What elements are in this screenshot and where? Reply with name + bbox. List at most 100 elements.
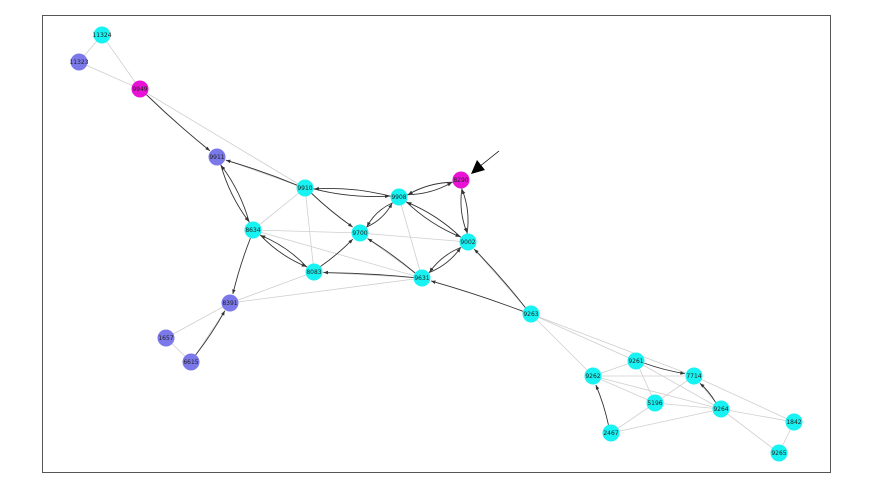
node-8634[interactable]: 8634 xyxy=(244,221,262,239)
node-11324[interactable]: 11324 xyxy=(92,26,112,44)
node-label: 1657 xyxy=(158,335,173,342)
node-9631[interactable]: 9631 xyxy=(413,269,431,287)
node-8391[interactable]: 8391 xyxy=(221,294,239,312)
node-circle xyxy=(182,353,200,371)
node-9262[interactable]: 9262 xyxy=(584,367,602,385)
node-layer: 11324 11323 9949 9911 9910 9908 8290 8634 9700 90… xyxy=(69,26,803,462)
arrow-8083-to-8634 xyxy=(260,234,308,268)
node-circle xyxy=(390,188,408,206)
edge-7714-1842 xyxy=(693,375,795,423)
arrow-2467-to-9262 xyxy=(595,384,609,425)
edge-9700-9002 xyxy=(359,232,469,243)
node-circle xyxy=(413,269,431,287)
node-9949[interactable]: 9949 xyxy=(131,80,149,98)
node-9002[interactable]: 9002 xyxy=(459,233,477,251)
pointer-shaft xyxy=(478,150,500,168)
node-label: 5196 xyxy=(647,400,662,407)
node-label: 8634 xyxy=(245,227,260,234)
node-circle xyxy=(685,367,703,385)
edge-9263-9261 xyxy=(530,313,637,362)
arrow-8083-to-9700 xyxy=(320,238,354,267)
node-11323[interactable]: 11323 xyxy=(69,53,89,71)
edge-8634-9700 xyxy=(252,229,361,234)
node-label: 9264 xyxy=(713,406,728,413)
node-label: 8391 xyxy=(222,300,237,307)
node-9910[interactable]: 9910 xyxy=(296,179,314,197)
arrow-9002-to-8290 xyxy=(461,189,469,234)
node-7714[interactable]: 7714 xyxy=(685,367,703,385)
node-circle xyxy=(221,294,239,312)
arrow-9631-to-9700 xyxy=(367,238,416,274)
node-8290[interactable]: 8290 xyxy=(452,171,470,189)
node-label: 8290 xyxy=(453,177,468,184)
node-9263[interactable]: 9263 xyxy=(522,305,540,323)
edge-9949-9910 xyxy=(139,88,306,189)
arrow-8290-to-9908 xyxy=(407,181,453,195)
node-circle xyxy=(584,367,602,385)
node-label: 9265 xyxy=(771,450,786,457)
node-9265[interactable]: 9265 xyxy=(770,444,788,462)
arrow-9910-to-9700 xyxy=(311,193,353,228)
node-2467[interactable]: 2467 xyxy=(602,424,620,442)
node-9908[interactable]: 9908 xyxy=(390,188,408,206)
node-label: 2467 xyxy=(603,430,618,437)
arrow-9908-to-9910 xyxy=(314,186,391,197)
node-circle xyxy=(459,233,477,251)
node-circle xyxy=(712,400,730,418)
node-label: 8083 xyxy=(306,269,321,276)
node-circle xyxy=(785,413,803,431)
arrow-9264-to-7714 xyxy=(699,383,717,403)
node-circle xyxy=(522,305,540,323)
arrow-9700-to-9908 xyxy=(366,203,393,228)
node-label: 9631 xyxy=(414,275,429,282)
pointer-head xyxy=(471,160,485,174)
node-circle xyxy=(602,424,620,442)
edge-8391-1657 xyxy=(165,302,231,339)
arrow-9263-to-9631 xyxy=(430,280,524,312)
graph-canvas-frame: 11324 11323 9949 9911 9910 9908 8290 8634 9700 90… xyxy=(42,15,831,473)
node-8083[interactable]: 8083 xyxy=(305,263,323,281)
node-circle xyxy=(208,148,226,166)
faint-edge-layer xyxy=(78,34,795,454)
node-label: 9949 xyxy=(132,86,147,93)
arrow-9908-to-9002 xyxy=(405,201,461,238)
node-label: 9910 xyxy=(297,185,312,192)
node-label: 9002 xyxy=(460,239,475,246)
edge-8391-9631 xyxy=(229,277,423,304)
node-6615[interactable]: 6615 xyxy=(182,353,200,371)
edge-5196-2467 xyxy=(610,402,656,434)
node-circle xyxy=(646,394,664,412)
node-circle xyxy=(627,352,645,370)
arrow-9263-to-9002 xyxy=(473,248,526,308)
edge-9910-8634 xyxy=(252,187,306,231)
node-circle xyxy=(131,80,149,98)
node-1842[interactable]: 1842 xyxy=(785,413,803,431)
node-9911[interactable]: 9911 xyxy=(208,148,226,166)
node-9264[interactable]: 9264 xyxy=(712,400,730,418)
edge-9262-9264 xyxy=(592,375,722,410)
arrow-9910-to-9911 xyxy=(225,159,298,186)
node-9700[interactable]: 9700 xyxy=(351,224,369,242)
node-label: 11323 xyxy=(69,59,88,66)
node-circle xyxy=(770,444,788,462)
edge-9264-9265 xyxy=(720,408,780,454)
node-circle xyxy=(157,329,175,347)
arrow-8634-to-8391 xyxy=(232,237,251,295)
node-label: 9700 xyxy=(352,230,367,237)
pointer-arrow xyxy=(471,150,500,174)
arrow-8634-to-8083 xyxy=(259,234,307,268)
node-circle xyxy=(296,179,314,197)
arrow-9631-to-8083 xyxy=(323,270,414,278)
node-label: 9262 xyxy=(585,373,600,380)
node-9261[interactable]: 9261 xyxy=(627,352,645,370)
edge-9264-1842 xyxy=(720,408,795,423)
edge-8634-9631 xyxy=(252,229,423,279)
edge-9908-9631 xyxy=(398,196,423,279)
pointer-layer xyxy=(471,150,500,174)
node-circle xyxy=(351,224,369,242)
node-1657[interactable]: 1657 xyxy=(157,329,175,347)
node-5196[interactable]: 5196 xyxy=(646,394,664,412)
edge-9910-8083 xyxy=(304,187,315,273)
edge-9263-7714 xyxy=(530,313,695,377)
arrow-9261-to-7714 xyxy=(644,362,685,375)
